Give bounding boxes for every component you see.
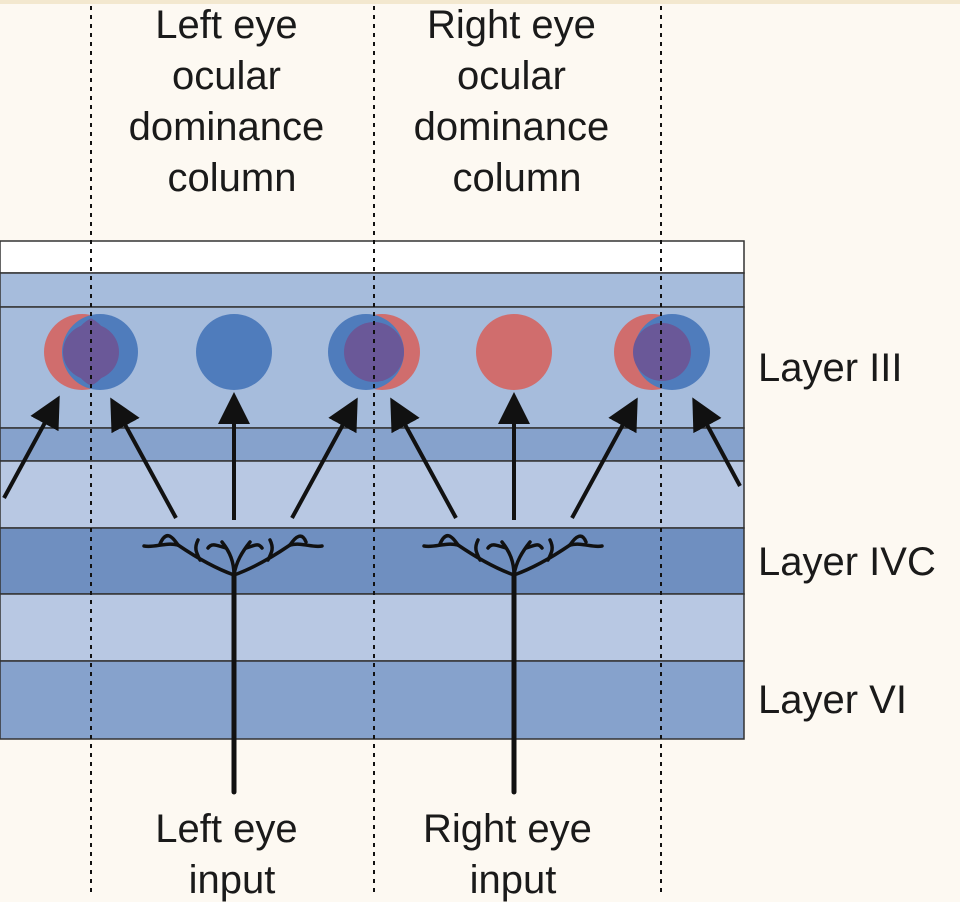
layer-6-label: Layer VI (758, 678, 907, 722)
left-input-label: Left eye input (155, 807, 308, 902)
right-eye-input-axon (422, 534, 604, 795)
arrow (692, 397, 742, 487)
right-eye-cell (476, 314, 552, 390)
projection-arrows (2, 392, 742, 520)
layer-4c-band (0, 527, 745, 595)
layer-5-band (0, 593, 745, 662)
layer-4a-band (0, 427, 745, 462)
layer-1-band (0, 240, 745, 274)
right-column-label: Right eye ocular dominance column (414, 3, 621, 200)
arrow (290, 397, 358, 519)
arrow (2, 395, 60, 499)
arrow (110, 397, 178, 519)
layer-3-label: Layer III (758, 346, 903, 390)
layer-6-band (0, 660, 745, 740)
layer-3-cells (44, 314, 710, 390)
binocular-cell (614, 314, 710, 390)
left-eye-cell (196, 314, 272, 390)
arrow (570, 397, 638, 519)
left-eye-input-axon (142, 534, 324, 795)
binocular-cell (44, 314, 138, 390)
layer-4b-band (0, 460, 745, 529)
left-column-label: Left eye ocular dominance column (129, 3, 336, 200)
layer-4c-label: Layer IVC (758, 540, 936, 584)
binocular-cell (328, 314, 420, 390)
top-strip (0, 0, 960, 4)
arrow (390, 397, 458, 519)
layer-2-band (0, 272, 745, 308)
column-boundaries (90, 6, 662, 896)
right-input-label: Right eye input (423, 807, 603, 902)
